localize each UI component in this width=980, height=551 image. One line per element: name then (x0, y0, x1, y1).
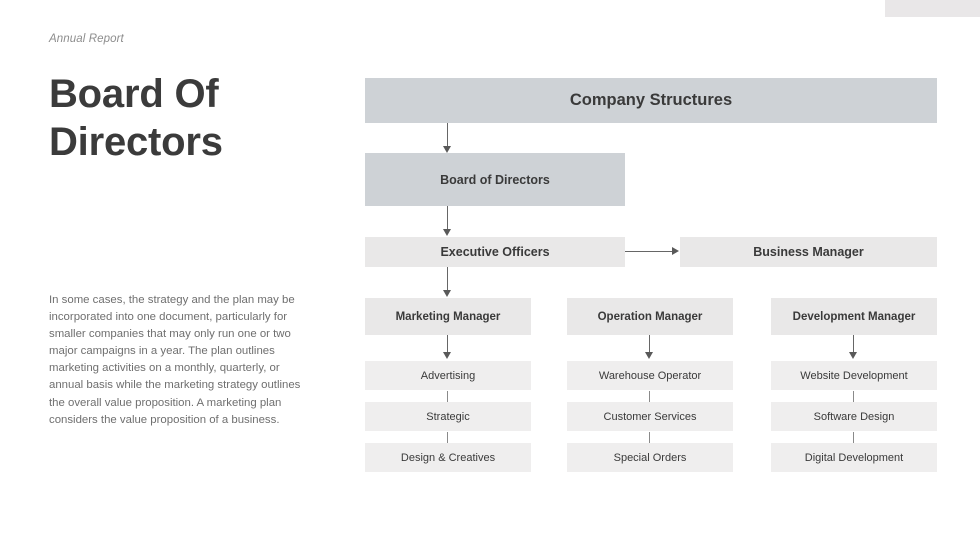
node-board-of-directors[interactable]: Board of Directors (365, 153, 625, 206)
node-advertising[interactable]: Advertising (365, 361, 531, 390)
arrow-root-to-board (443, 146, 451, 153)
node-website-development[interactable]: Website Development (771, 361, 937, 390)
arrow-marketing-to-advertising (443, 352, 451, 359)
arrow-board-to-executive (443, 229, 451, 236)
connector-advertising-to-strategic (447, 391, 449, 402)
connector-root-to-board (447, 123, 449, 149)
node-development-manager[interactable]: Development Manager (771, 298, 937, 335)
node-warehouse-operator[interactable]: Warehouse Operator (567, 361, 733, 390)
top-right-accent-band (885, 0, 980, 17)
node-customer-services[interactable]: Customer Services (567, 402, 733, 431)
node-design-and-creatives[interactable]: Design & Creatives (365, 443, 531, 472)
arrow-operation-to-warehouse (645, 352, 653, 359)
eyebrow-label: Annual Report (49, 33, 124, 45)
node-executive-officers[interactable]: Executive Officers (365, 237, 625, 267)
node-digital-development[interactable]: Digital Development (771, 443, 937, 472)
connector-executive-to-marketing (447, 267, 449, 293)
arrow-executive-to-marketing (443, 290, 451, 297)
connector-operation-to-warehouse (649, 335, 651, 355)
connector-marketing-to-advertising (447, 335, 449, 355)
connector-customer-services-to-special-orders (649, 432, 651, 443)
connector-board-to-executive (447, 206, 449, 232)
node-operation-manager[interactable]: Operation Manager (567, 298, 733, 335)
node-company-structures[interactable]: Company Structures (365, 78, 937, 123)
connector-software-design-to-digital (853, 432, 855, 443)
connector-development-to-website (853, 335, 855, 355)
connector-executive-to-business (625, 251, 674, 253)
connector-warehouse-to-customer-services (649, 391, 651, 402)
slide-text-column: Annual Report Board Of Directors In some… (49, 0, 339, 551)
node-strategic[interactable]: Strategic (365, 402, 531, 431)
node-special-orders[interactable]: Special Orders (567, 443, 733, 472)
connector-website-to-software-design (853, 391, 855, 402)
node-business-manager[interactable]: Business Manager (680, 237, 937, 267)
node-marketing-manager[interactable]: Marketing Manager (365, 298, 531, 335)
body-paragraph: In some cases, the strategy and the plan… (49, 294, 301, 426)
arrow-development-to-website (849, 352, 857, 359)
node-software-design[interactable]: Software Design (771, 402, 937, 431)
page-title: Board Of Directors (49, 72, 223, 164)
connector-strategic-to-design (447, 432, 449, 443)
arrow-executive-to-business (672, 247, 679, 255)
